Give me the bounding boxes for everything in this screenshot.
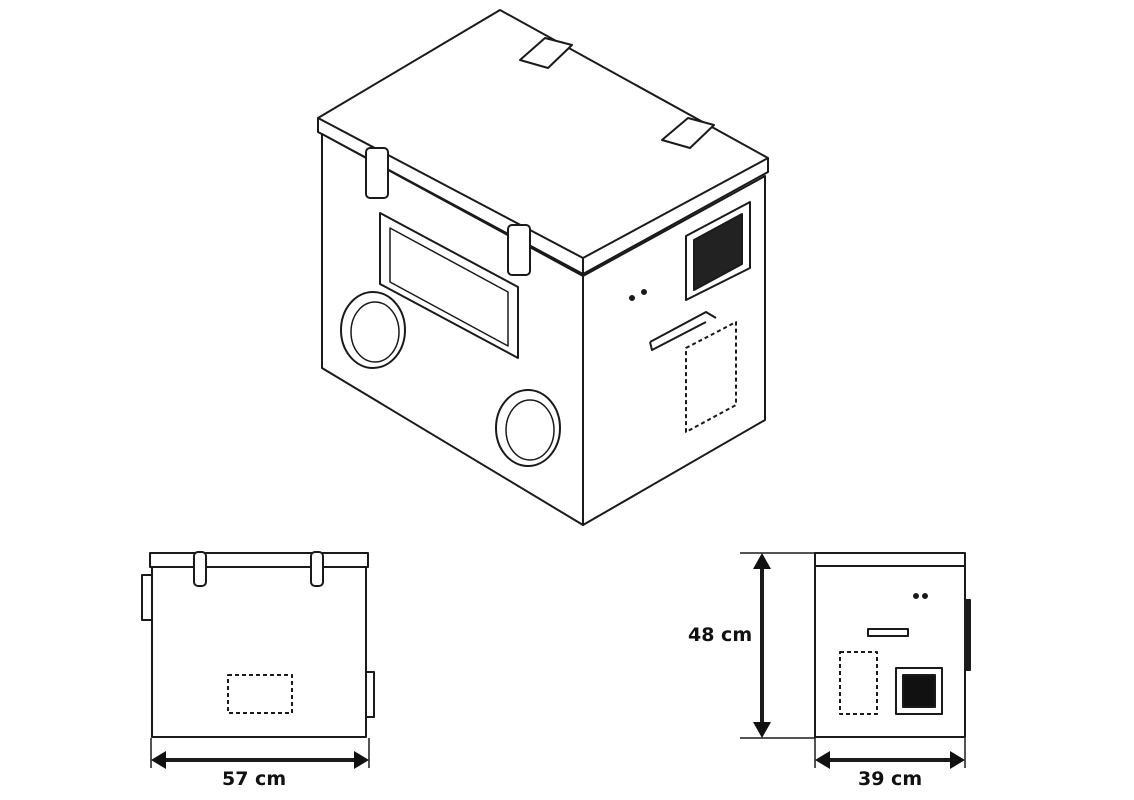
arrow-head (815, 751, 830, 769)
side-vent-frame (895, 667, 943, 715)
arrow-head (753, 553, 771, 569)
arrow-head (354, 751, 369, 769)
hinge-right (661, 117, 715, 149)
side-lid (814, 552, 966, 567)
viewing-window-inner (389, 227, 509, 347)
front-side-handle-2 (365, 671, 375, 718)
width-label: 57 cm (222, 768, 287, 790)
glove-port-left-inner (350, 301, 400, 363)
vent-dot (913, 593, 919, 599)
extension-lines (150, 552, 966, 768)
side-handle (649, 311, 717, 351)
front-window (227, 674, 293, 714)
glove-port-right (495, 389, 561, 467)
vent-dot (629, 295, 635, 301)
side-window (685, 321, 737, 433)
glove-port-left (340, 291, 406, 369)
front-side-handle (141, 574, 153, 621)
arrow-head (950, 751, 965, 769)
side-rail (964, 599, 971, 671)
arrow-head (151, 751, 166, 769)
height-label: 48 cm (688, 624, 753, 646)
glove-port-right-inner (505, 399, 555, 461)
latch-left (365, 147, 389, 199)
front-body (151, 566, 367, 738)
arrow-head (753, 722, 771, 738)
dimension-lines (151, 553, 965, 769)
isometric-view (317, 9, 769, 526)
front-latch-right (310, 551, 324, 587)
vent-dot (641, 289, 647, 295)
side-vent-grille (902, 674, 936, 708)
filter-vent-grille (693, 213, 743, 291)
front-lid (149, 552, 369, 568)
side-handle-view (867, 628, 909, 637)
depth-label: 39 cm (858, 768, 923, 790)
front-latch-left (193, 551, 207, 587)
side-view (814, 552, 971, 738)
lid-right-edge (582, 158, 769, 275)
hinge-back (519, 37, 573, 69)
side-window-view (839, 651, 878, 715)
front-view (141, 551, 375, 738)
vent-dot (922, 593, 928, 599)
viewing-window (379, 212, 519, 359)
latch-right (507, 224, 531, 276)
